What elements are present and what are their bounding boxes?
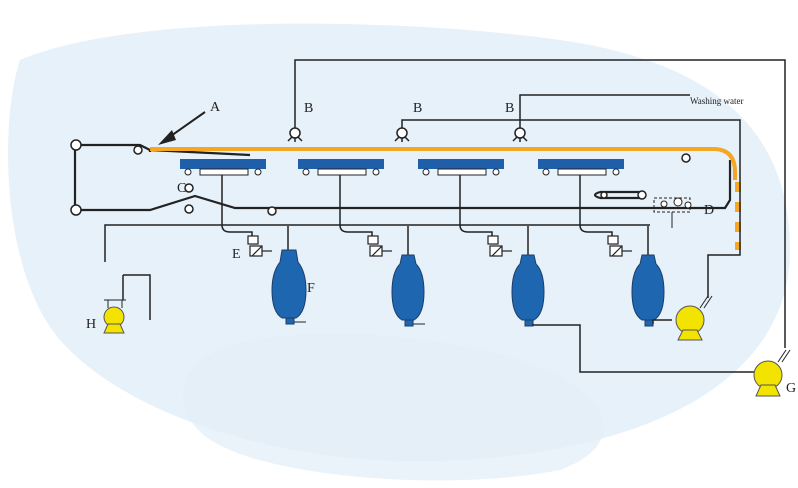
separator-2 <box>391 254 425 327</box>
filtrate-lines <box>104 175 650 262</box>
roller <box>637 190 647 200</box>
spray-nozzle-icon <box>512 127 528 142</box>
background-wash <box>8 23 791 481</box>
pump-icon <box>753 349 791 397</box>
label-d: D <box>704 203 714 218</box>
washing-water-label: Washing water <box>690 96 744 106</box>
spray-nozzle-icon <box>287 127 303 142</box>
valves <box>247 235 632 257</box>
vacuum-box-4 <box>538 159 624 176</box>
roller <box>681 153 691 163</box>
pump-icon <box>103 299 126 334</box>
roller <box>133 145 143 155</box>
label-a: A <box>210 100 221 115</box>
rubber-belt <box>150 147 737 180</box>
belt-rollers <box>70 139 691 216</box>
roller <box>600 191 608 199</box>
valve-icon <box>607 235 632 257</box>
spray-nozzle-icon <box>394 127 410 142</box>
label-b1: B <box>304 101 313 116</box>
vacuum-box-2 <box>298 159 384 176</box>
valve-icon <box>487 235 512 257</box>
separator-3 <box>511 254 545 327</box>
valve-icon <box>367 235 392 257</box>
roller <box>70 139 82 151</box>
label-c: C <box>177 181 186 196</box>
label-b3: B <box>505 101 514 116</box>
label-e: E <box>232 247 241 262</box>
pointer-arrow-a <box>158 111 206 145</box>
labels: A B B B C D E F G H Washing water <box>86 96 796 396</box>
label-h: H <box>86 317 96 332</box>
roller <box>267 206 277 216</box>
vacuum-boxes <box>180 159 624 176</box>
roller <box>70 204 82 216</box>
valve-icon <box>247 235 272 257</box>
separator-1 <box>271 249 307 325</box>
label-f: F <box>307 281 315 296</box>
outlet-piping <box>122 274 755 373</box>
label-g: G <box>786 381 796 396</box>
cloth-washer-icon <box>653 197 692 228</box>
roller <box>184 204 194 214</box>
vacuum-box-3 <box>418 159 504 176</box>
label-b2: B <box>413 101 422 116</box>
pumps <box>103 295 791 397</box>
roller <box>184 183 194 193</box>
vacuum-box-1 <box>180 159 266 176</box>
spray-nozzles <box>287 127 528 142</box>
pump-icon <box>675 295 713 341</box>
wash-water-piping <box>294 59 786 348</box>
